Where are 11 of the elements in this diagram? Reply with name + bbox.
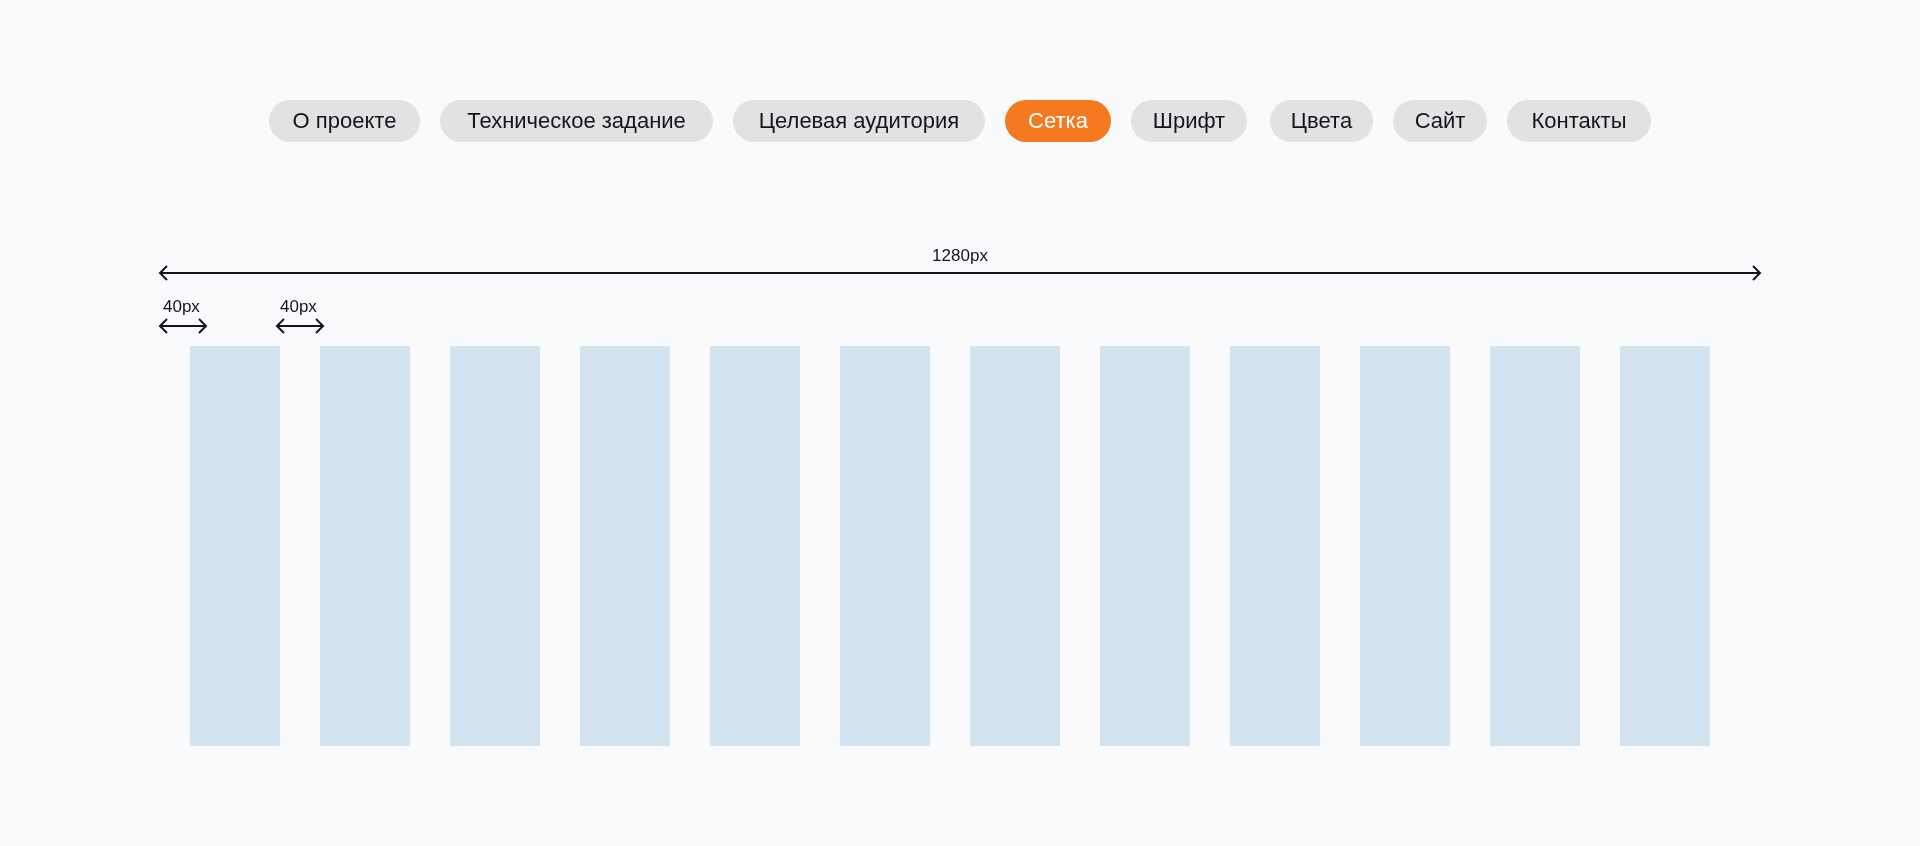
active-nav-tab: Сетка — [1005, 100, 1111, 142]
nav-tab: Целевая аудитория — [733, 100, 985, 142]
dimension-label: 40px — [280, 298, 317, 316]
dimension-label: 1280px — [932, 247, 988, 265]
nav-tab: Сайт — [1393, 100, 1487, 142]
nav-tab: Техническое задание — [440, 100, 713, 142]
nav-tab: Контакты — [1507, 100, 1651, 142]
nav-tab: Цвета — [1270, 100, 1373, 142]
nav-tab: Шрифт — [1131, 100, 1247, 142]
nav-tab: О проекте — [269, 100, 420, 142]
dimension-label: 40px — [163, 298, 200, 316]
